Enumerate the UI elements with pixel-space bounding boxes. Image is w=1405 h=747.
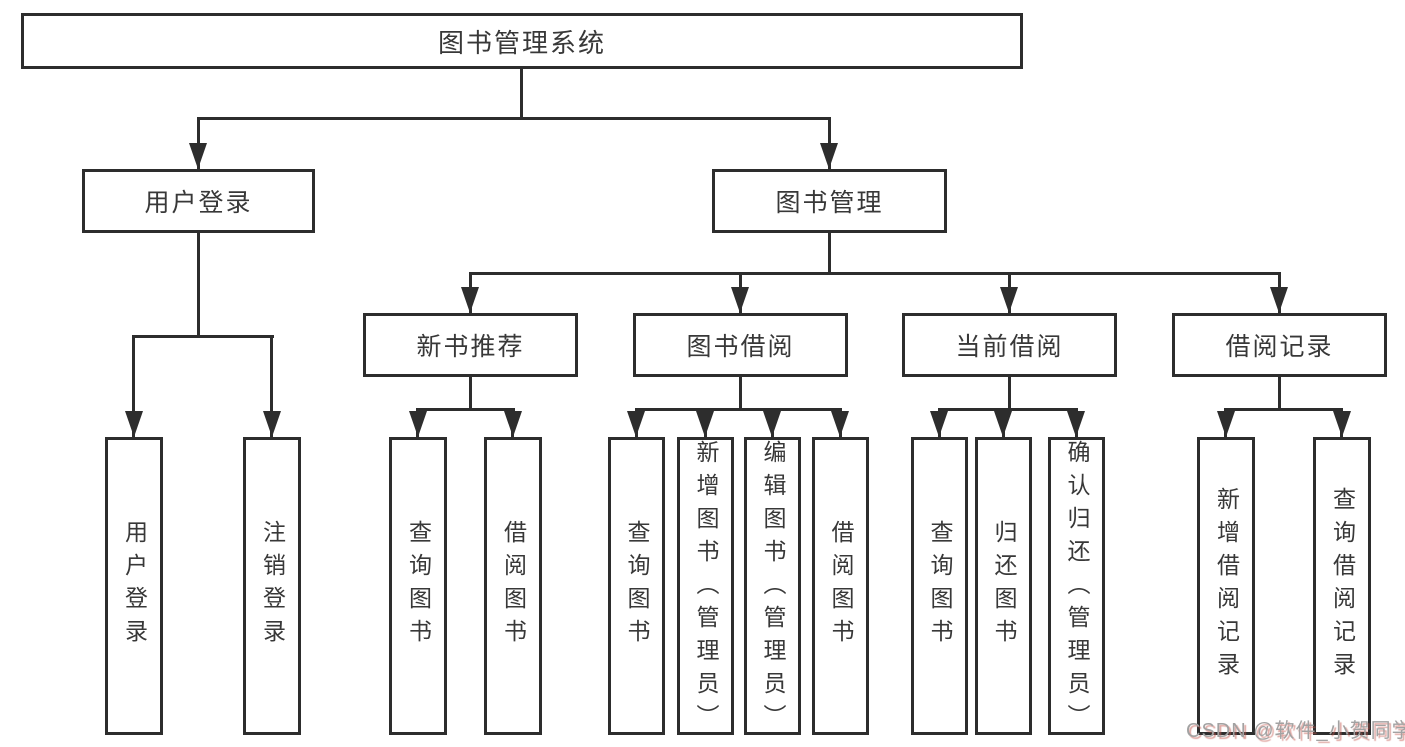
- node-label: 新书推荐: [416, 333, 525, 361]
- arrowhead-down-icon: [820, 143, 838, 169]
- node-borrowing-records: 借阅记录: [1172, 313, 1387, 377]
- connector-line: [270, 335, 273, 437]
- arrowhead-down-icon: [1067, 411, 1085, 437]
- arrowhead-down-icon: [263, 411, 281, 437]
- node-leaf-borrow-books: 借阅图书: [812, 437, 869, 735]
- node-label: 编辑图书（管理员）: [760, 440, 786, 737]
- node-leaf-query-borrow-record: 查询借阅记录: [1313, 437, 1371, 735]
- node-label: 注销登录: [259, 520, 286, 652]
- node-label: 图书借阅: [686, 333, 795, 361]
- node-leaf-query-books-recommend: 查询图书: [389, 437, 447, 735]
- node-leaf-user-login: 用户登录: [105, 437, 163, 735]
- node-leaf-edit-book-admin: 编辑图书（管理员）: [744, 437, 801, 737]
- node-leaf-add-book-admin: 新增图书（管理员）: [677, 437, 734, 737]
- connector-line: [1008, 377, 1011, 408]
- connector-line: [469, 272, 1281, 275]
- node-label: 借阅记录: [1225, 333, 1334, 361]
- arrowhead-down-icon: [504, 411, 522, 437]
- node-book-borrowing: 图书借阅: [633, 313, 848, 377]
- node-user-login: 用户登录: [82, 169, 315, 233]
- arrowhead-down-icon: [930, 411, 948, 437]
- connector-line: [197, 117, 831, 120]
- node-book-management: 图书管理: [712, 169, 947, 233]
- arrowhead-down-icon: [731, 287, 749, 313]
- node-label: 查询图书: [927, 520, 953, 652]
- connector-line: [520, 69, 523, 117]
- arrowhead-down-icon: [461, 287, 479, 313]
- node-leaf-query-books-current: 查询图书: [911, 437, 968, 735]
- connector-line: [739, 377, 742, 408]
- connector-line: [938, 408, 1078, 411]
- connector-line: [197, 233, 200, 335]
- arrowhead-down-icon: [189, 143, 207, 169]
- node-label: 确认归还（管理员）: [1064, 440, 1090, 737]
- arrowhead-down-icon: [1000, 287, 1018, 313]
- node-label: 查询图书: [405, 520, 432, 652]
- arrowhead-down-icon: [1217, 411, 1235, 437]
- csdn-watermark: CSDN @软件_小贺同学: [1186, 720, 1405, 742]
- node-label: 用户登录: [144, 189, 253, 217]
- arrowhead-down-icon: [409, 411, 427, 437]
- node-leaf-add-borrow-record: 新增借阅记录: [1197, 437, 1255, 735]
- arrowhead-down-icon: [763, 411, 781, 437]
- node-label: 新增图书（管理员）: [693, 440, 719, 737]
- node-leaf-logout: 注销登录: [243, 437, 301, 735]
- node-label: 新增借阅记录: [1213, 487, 1240, 685]
- node-leaf-return-book: 归还图书: [975, 437, 1032, 735]
- connector-line: [416, 408, 515, 411]
- node-label: 借阅图书: [828, 520, 854, 652]
- arrowhead-down-icon: [831, 411, 849, 437]
- connector-line: [132, 335, 135, 437]
- node-label: 借阅图书: [500, 520, 527, 652]
- arrowhead-down-icon: [627, 411, 645, 437]
- node-leaf-borrow-books-recommend: 借阅图书: [484, 437, 542, 735]
- node-label: 查询借阅记录: [1329, 487, 1356, 685]
- node-new-book-recommendation: 新书推荐: [363, 313, 578, 377]
- connector-line: [828, 233, 831, 272]
- node-label: 查询图书: [624, 520, 650, 652]
- node-leaf-query-books-borrow: 查询图书: [608, 437, 665, 735]
- node-library-management-system: 图书管理系统: [21, 13, 1023, 69]
- connector-line: [469, 377, 472, 408]
- arrowhead-down-icon: [994, 411, 1012, 437]
- arrowhead-down-icon: [696, 411, 714, 437]
- arrowhead-down-icon: [125, 411, 143, 437]
- node-current-borrowing: 当前借阅: [902, 313, 1117, 377]
- node-label: 图书管理系统: [437, 27, 606, 58]
- arrowhead-down-icon: [1270, 287, 1288, 313]
- node-label: 归还图书: [991, 520, 1017, 652]
- node-label: 当前借阅: [955, 333, 1064, 361]
- connector-line: [132, 335, 274, 338]
- node-leaf-confirm-return-admin: 确认归还（管理员）: [1048, 437, 1105, 737]
- node-label: 用户登录: [121, 520, 148, 652]
- connector-line: [1224, 408, 1343, 411]
- node-label: 图书管理: [775, 189, 884, 217]
- connector-line: [1278, 377, 1281, 408]
- arrowhead-down-icon: [1333, 411, 1351, 437]
- connector-line: [635, 408, 842, 411]
